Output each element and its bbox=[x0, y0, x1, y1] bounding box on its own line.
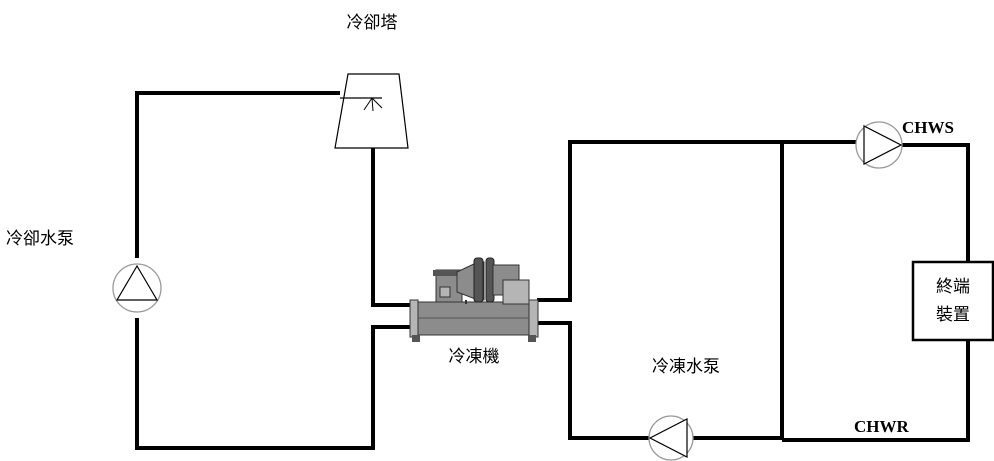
terminal-unit-label-line2: 裝置 bbox=[936, 305, 970, 325]
chwr-header bbox=[782, 340, 970, 442]
tower-spray-b bbox=[371, 97, 374, 112]
chilled-water-pump-label: 冷凍水泵 bbox=[652, 357, 720, 377]
chiller-shell-left-flange bbox=[409, 299, 419, 338]
cooling-tower: 冷卻塔 bbox=[334, 13, 409, 149]
chilled-return-pipe bbox=[537, 321, 652, 440]
chiller-shell-right-flange bbox=[528, 299, 539, 338]
cooling-tower-body bbox=[334, 73, 409, 149]
cooling-water-pump: 冷卻水泵 bbox=[6, 229, 162, 313]
chiller-foot-left bbox=[412, 335, 420, 342]
chiller-compressor-top bbox=[433, 270, 461, 276]
chiller-impeller-ring-a bbox=[473, 257, 484, 303]
chilled-pump-arrow-icon bbox=[648, 418, 688, 458]
chws-header-right bbox=[902, 143, 970, 262]
chilled-water-loop bbox=[537, 140, 970, 442]
cooling-return-pipe bbox=[135, 318, 416, 450]
cooling-tower-label: 冷卻塔 bbox=[347, 13, 398, 33]
chiller-foot-right bbox=[528, 335, 536, 342]
tower-spray-a bbox=[363, 97, 373, 111]
cooling-supply-pipe bbox=[371, 147, 416, 307]
chws-label: CHWS bbox=[902, 118, 954, 137]
cooling-pump-arrow-icon bbox=[115, 264, 159, 301]
tower-spray-c bbox=[371, 97, 383, 109]
chiller-label: 冷凍機 bbox=[449, 347, 500, 367]
chws-pump bbox=[855, 121, 903, 169]
cooling-water-pump-label: 冷卻水泵 bbox=[6, 229, 74, 249]
chws-pump-arrow-icon bbox=[863, 125, 903, 165]
cooling-water-loop bbox=[135, 91, 416, 450]
chiller: 冷凍機 bbox=[409, 257, 539, 367]
chwr-label: CHWR bbox=[854, 417, 910, 436]
terminal-unit: 終端 裝置 bbox=[911, 260, 994, 342]
chiller-control-panel bbox=[502, 279, 530, 305]
chilled-water-pump bbox=[648, 415, 694, 461]
terminal-unit-label-line1: 終端 bbox=[936, 277, 970, 297]
terminal-unit-box bbox=[911, 260, 994, 342]
chiller-motor-window bbox=[439, 286, 451, 298]
chilled-supply-pipe bbox=[537, 140, 782, 302]
